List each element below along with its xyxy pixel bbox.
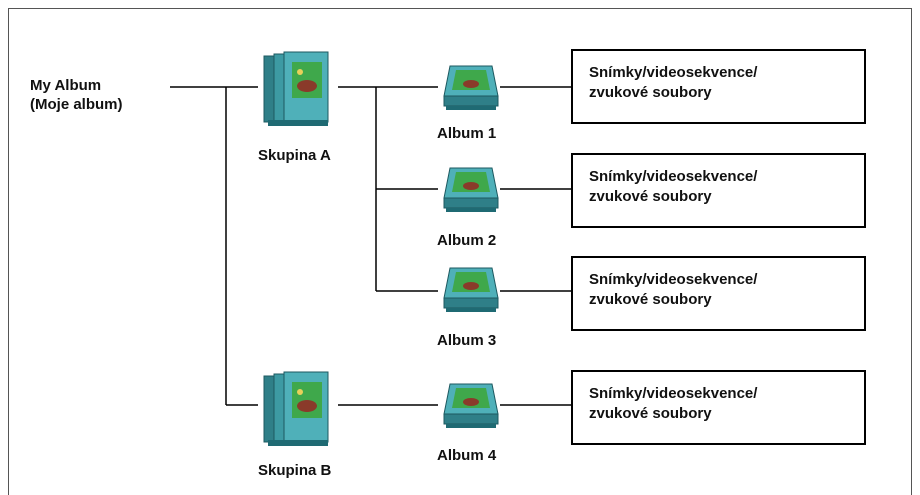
album-contents-box: Snímky/videosekvence/ zvukové soubory <box>571 153 866 228</box>
contents-line: Snímky/videosekvence/ <box>589 271 758 288</box>
album-group-books-icon <box>263 371 329 446</box>
album-contents-box: Snímky/videosekvence/ zvukové soubory <box>571 49 866 124</box>
album-label: Album 3 <box>437 332 497 349</box>
root-album-subtitle: (Moje album) <box>30 96 123 113</box>
contents-line: Snímky/videosekvence/ <box>589 168 758 185</box>
group-label: Skupina A <box>258 147 331 164</box>
diagram-frame <box>8 8 912 495</box>
album-icon <box>443 167 499 212</box>
album-icon <box>443 65 499 110</box>
contents-line: zvukové soubory <box>589 188 712 205</box>
root-album-title: My Album <box>30 77 102 94</box>
album-icon <box>443 267 499 312</box>
group-label: Skupina B <box>258 462 332 479</box>
album-label: Album 1 <box>437 125 497 142</box>
contents-line: Snímky/videosekvence/ <box>589 64 758 81</box>
contents-line: Snímky/videosekvence/ <box>589 385 758 402</box>
root-album-label: My Album (Moje album) <box>30 76 123 114</box>
contents-line: zvukové soubory <box>589 405 712 422</box>
contents-line: zvukové soubory <box>589 84 712 101</box>
album-contents-box: Snímky/videosekvence/ zvukové soubory <box>571 256 866 331</box>
album-label: Album 2 <box>437 232 497 249</box>
album-icon <box>443 383 499 428</box>
album-group-books-icon <box>263 51 329 126</box>
album-contents-box: Snímky/videosekvence/ zvukové soubory <box>571 370 866 445</box>
contents-line: zvukové soubory <box>589 291 712 308</box>
album-label: Album 4 <box>437 447 497 464</box>
